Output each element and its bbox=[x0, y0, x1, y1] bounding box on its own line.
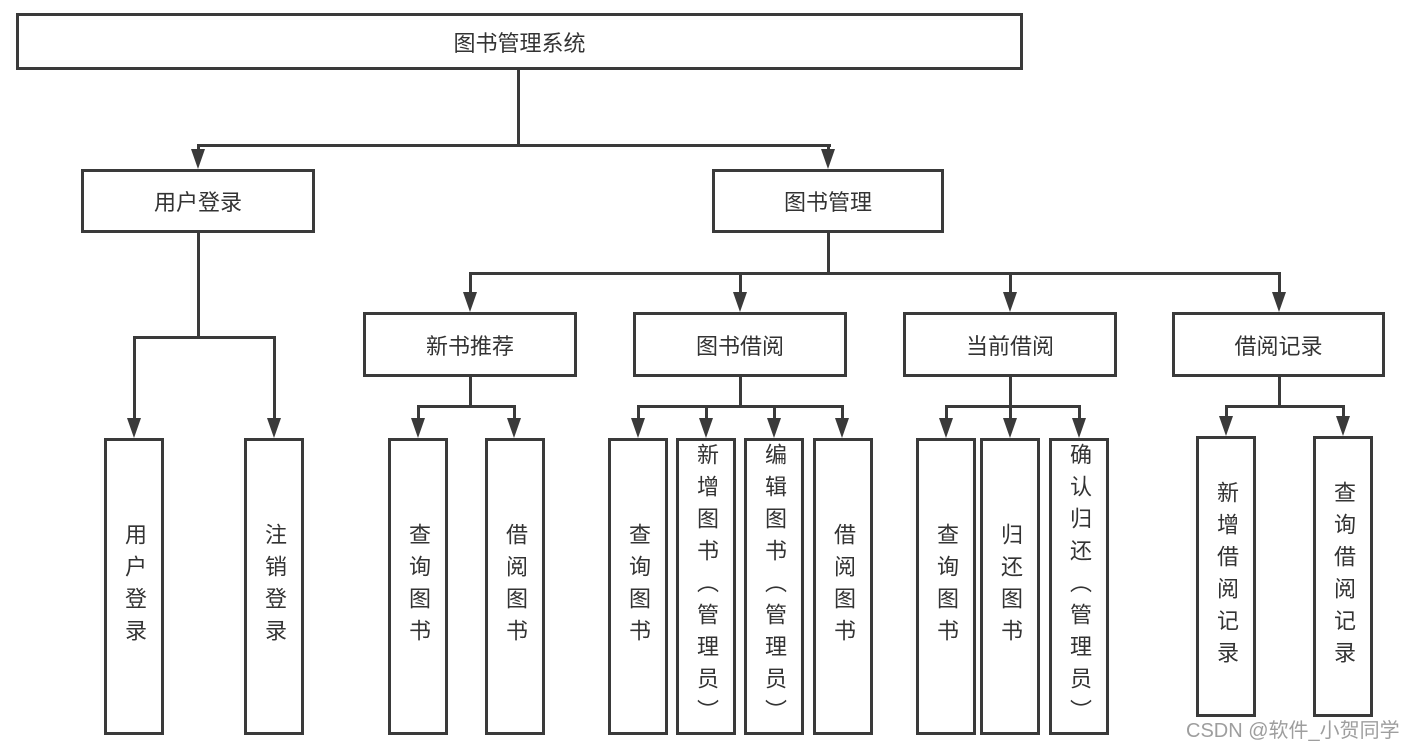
node-new-book-recommend: 新书推荐 bbox=[363, 312, 577, 377]
arrow-down-icon bbox=[463, 292, 477, 312]
connector-hline bbox=[469, 272, 1281, 275]
connector-vline bbox=[197, 233, 200, 338]
leaf-label: 新增图书（管理员） bbox=[694, 442, 719, 731]
leaf-query-books-recommend: 查询图书 bbox=[388, 438, 448, 735]
leaf-return-books: 归还图书 bbox=[980, 438, 1040, 735]
arrow-down-icon bbox=[191, 149, 205, 169]
connector-vline bbox=[517, 70, 520, 146]
arrow-down-icon bbox=[267, 418, 281, 438]
connector-hline bbox=[197, 144, 831, 147]
leaf-query-borrow-record: 查询借阅记录 bbox=[1313, 436, 1373, 717]
arrow-down-icon bbox=[699, 418, 713, 438]
node-borrow-records: 借阅记录 bbox=[1172, 312, 1385, 377]
arrow-down-icon bbox=[127, 418, 141, 438]
connector-vline bbox=[469, 377, 472, 408]
leaf-add-borrow-record: 新增借阅记录 bbox=[1196, 436, 1256, 717]
connector-vline bbox=[417, 405, 420, 421]
arrow-down-icon bbox=[411, 418, 425, 438]
connector-vline bbox=[739, 377, 742, 408]
leaf-confirm-return-admin: 确认归还（管理员） bbox=[1049, 438, 1109, 735]
leaf-label: 注销登录 bbox=[262, 522, 287, 651]
connector-vline bbox=[273, 336, 276, 420]
leaf-label: 借阅图书 bbox=[503, 522, 528, 651]
connector-vline bbox=[1009, 405, 1012, 421]
arrow-down-icon bbox=[1003, 292, 1017, 312]
node-label: 图书借阅 bbox=[695, 333, 784, 359]
connector-vline bbox=[133, 336, 136, 420]
connector-hline bbox=[1225, 405, 1344, 408]
connector-hline bbox=[637, 405, 843, 408]
node-book-borrow: 图书借阅 bbox=[633, 312, 847, 377]
arrow-down-icon bbox=[1072, 418, 1086, 438]
arrow-down-icon bbox=[507, 418, 521, 438]
node-label: 当前借阅 bbox=[965, 333, 1054, 359]
arrow-down-icon bbox=[1219, 416, 1233, 436]
connector-vline bbox=[1278, 272, 1281, 294]
arrow-down-icon bbox=[939, 418, 953, 438]
connector-vline bbox=[513, 405, 516, 421]
leaf-label: 查询图书 bbox=[626, 522, 651, 651]
leaf-query-books-borrow: 查询图书 bbox=[608, 438, 668, 735]
node-label: 新书推荐 bbox=[425, 333, 514, 359]
leaf-label: 新增借阅记录 bbox=[1214, 480, 1239, 673]
leaf-label: 查询图书 bbox=[406, 522, 431, 651]
connector-vline bbox=[1078, 405, 1081, 421]
arrow-down-icon bbox=[733, 292, 747, 312]
leaf-label: 借阅图书 bbox=[831, 522, 856, 651]
csdn-watermark: CSDN @软件_小贺同学 bbox=[1186, 720, 1400, 742]
node-label: 图书管理系统 bbox=[453, 30, 586, 56]
leaf-label: 归还图书 bbox=[998, 522, 1023, 651]
connector-vline bbox=[469, 272, 472, 294]
node-label: 借阅记录 bbox=[1234, 333, 1323, 359]
leaf-add-books-admin: 新增图书（管理员） bbox=[676, 438, 736, 735]
leaf-query-books-current: 查询图书 bbox=[916, 438, 976, 735]
connector-vline bbox=[1009, 272, 1012, 294]
arrow-down-icon bbox=[1336, 416, 1350, 436]
node-current-borrow: 当前借阅 bbox=[903, 312, 1117, 377]
arrow-down-icon bbox=[835, 418, 849, 438]
connector-vline bbox=[1225, 405, 1228, 419]
connector-vline bbox=[1278, 377, 1281, 408]
connector-vline bbox=[1342, 405, 1345, 419]
connector-vline bbox=[1009, 377, 1012, 408]
arrow-down-icon bbox=[631, 418, 645, 438]
connector-hline bbox=[945, 405, 1080, 408]
leaf-logout-login: 注销登录 bbox=[244, 438, 304, 735]
node-label: 图书管理 bbox=[783, 190, 872, 215]
leaf-label: 确认归还（管理员） bbox=[1067, 442, 1092, 731]
node-user-login: 用户登录 bbox=[81, 169, 315, 233]
leaf-label: 用户登录 bbox=[122, 522, 147, 651]
node-label: 用户登录 bbox=[153, 190, 242, 215]
connector-vline bbox=[637, 405, 640, 421]
leaf-label: 查询借阅记录 bbox=[1331, 480, 1356, 673]
leaf-borrow-books: 借阅图书 bbox=[813, 438, 873, 735]
arrow-down-icon bbox=[821, 149, 835, 169]
connector-vline bbox=[705, 405, 708, 421]
connector-hline bbox=[133, 336, 275, 339]
leaf-edit-books-admin: 编辑图书（管理员） bbox=[744, 438, 804, 735]
leaf-label: 查询图书 bbox=[934, 522, 959, 651]
leaf-user-login: 用户登录 bbox=[104, 438, 164, 735]
connector-vline bbox=[773, 405, 776, 421]
connector-hline bbox=[417, 405, 515, 408]
node-book-management: 图书管理 bbox=[712, 169, 944, 233]
leaf-borrow-books-recommend: 借阅图书 bbox=[485, 438, 545, 735]
arrow-down-icon bbox=[767, 418, 781, 438]
arrow-down-icon bbox=[1272, 292, 1286, 312]
connector-vline bbox=[827, 233, 830, 274]
arrow-down-icon bbox=[1003, 418, 1017, 438]
connector-vline bbox=[945, 405, 948, 421]
connector-vline bbox=[739, 272, 742, 294]
leaf-label: 编辑图书（管理员） bbox=[762, 442, 787, 731]
node-library-system: 图书管理系统 bbox=[16, 13, 1023, 70]
connector-vline bbox=[841, 405, 844, 421]
